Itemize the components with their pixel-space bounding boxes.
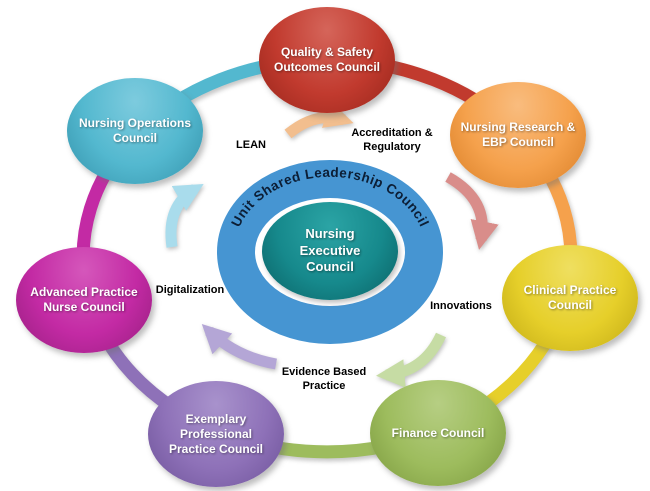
flow-arrow-digitalization-to-lean [165, 183, 204, 248]
flow-label-lean: LEAN [236, 139, 266, 151]
node-nursing-research-ebp-council: Nursing Research & EBP Council [450, 82, 586, 188]
shared-leadership-ring [217, 160, 443, 344]
flow-arrow-accreditation-to-innovations [445, 172, 499, 250]
node-nursing-executive-council: Nursing Executive Council [262, 202, 398, 300]
flow-arrow-innovations-to-evidence [376, 332, 446, 388]
node-advanced-practice-nurse-council: Advanced Practice Nurse Council [16, 247, 152, 353]
flow-arrows [165, 100, 499, 388]
flow-label-accreditation: Accreditation & Regulatory [351, 127, 433, 153]
node-nursing-operations-council: Nursing Operations Council [67, 78, 203, 184]
node-quality-safety-outcomes-council: Quality & Safety Outcomes Council [259, 7, 395, 113]
flow-arrow-evidence-to-digitalization [201, 324, 278, 370]
node-exemplary-professional-practice-council: Exemplary Professional Practice Council [148, 381, 284, 487]
flow-arrow-lean-to-accreditation [284, 100, 354, 139]
node-clinical-practice-council: Clinical Practice Council [502, 245, 638, 351]
flow-label-innovations: Innovations [430, 300, 492, 312]
flow-label-digitalization: Digitalization [155, 284, 225, 296]
flow-label-evidence-based: Evidence Based Practice [281, 366, 367, 392]
node-finance-council: Finance Council [370, 380, 506, 486]
